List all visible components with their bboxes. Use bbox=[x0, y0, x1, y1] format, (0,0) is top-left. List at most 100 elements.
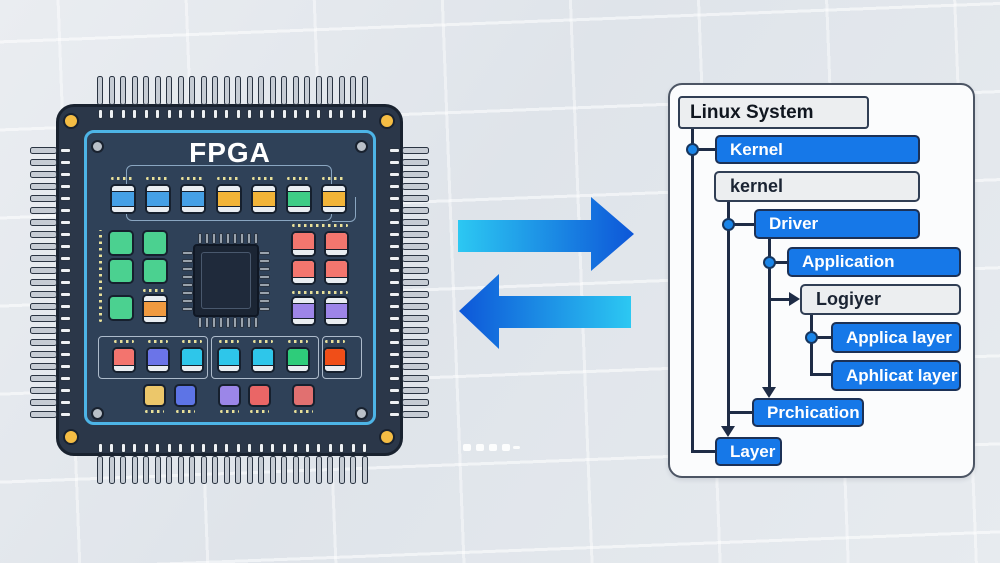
chip-pin bbox=[166, 76, 172, 105]
chip-pin-pad bbox=[201, 109, 206, 119]
chip-pin bbox=[30, 303, 57, 310]
chip-pin bbox=[200, 456, 207, 484]
chip-pin bbox=[30, 231, 57, 238]
chip-pin-pad bbox=[212, 109, 218, 119]
logic-block bbox=[142, 230, 168, 256]
chip-pin-pad bbox=[389, 208, 400, 213]
cpu-pin bbox=[247, 317, 251, 328]
node-application: Application bbox=[787, 247, 961, 277]
cpu-pin bbox=[254, 233, 258, 244]
tree-connector bbox=[769, 297, 789, 301]
cpu-pin bbox=[259, 291, 270, 295]
chip-pin-pad bbox=[212, 443, 218, 453]
screw-icon bbox=[63, 113, 79, 129]
arrowhead-right-icon bbox=[789, 291, 800, 306]
chip-pin-pad bbox=[189, 443, 195, 453]
chip-pin bbox=[30, 243, 57, 250]
logic-block bbox=[218, 384, 241, 407]
pin-dots bbox=[250, 410, 269, 413]
chip-pin bbox=[154, 76, 161, 105]
chip-pin-pad bbox=[60, 148, 71, 153]
pin-dots bbox=[292, 224, 348, 227]
chip-pin-pad bbox=[350, 109, 356, 119]
pin-dots bbox=[322, 177, 347, 180]
cpu-chip bbox=[193, 244, 259, 317]
cpu-pin bbox=[212, 233, 216, 244]
chip-pin-pad bbox=[60, 352, 71, 357]
chip-pin-pad bbox=[143, 443, 149, 453]
chip-pin bbox=[402, 327, 429, 334]
cpu-pin bbox=[182, 251, 193, 255]
chip-pin-pad bbox=[281, 443, 287, 453]
chip-pin-pad bbox=[389, 316, 400, 321]
tree-connector bbox=[729, 411, 752, 414]
chip-pin bbox=[327, 76, 333, 105]
pin-dots bbox=[182, 340, 202, 343]
chip-pin bbox=[338, 456, 345, 484]
pin-dots bbox=[219, 340, 239, 343]
chip-pin bbox=[120, 76, 126, 105]
cpu-pin bbox=[259, 251, 270, 255]
right-arrow-icon bbox=[458, 197, 634, 271]
cpu-pin bbox=[182, 291, 193, 295]
cpu-pin bbox=[182, 267, 193, 271]
chip-pin bbox=[30, 171, 57, 178]
logic-block bbox=[217, 347, 241, 373]
logic-block bbox=[324, 259, 349, 285]
corner-dot-icon bbox=[355, 407, 368, 420]
chip-pin bbox=[402, 183, 429, 190]
chip-pin bbox=[402, 303, 429, 310]
chip-pin-pad bbox=[389, 364, 400, 369]
chip-pin bbox=[402, 159, 429, 166]
chip-pin bbox=[30, 399, 57, 406]
node-applica-layer: Applica layer bbox=[831, 322, 961, 353]
chip-pin-pad bbox=[270, 443, 275, 453]
logic-block bbox=[145, 184, 172, 214]
chip-pin-pad bbox=[389, 184, 400, 189]
chip-pin bbox=[246, 76, 253, 105]
logic-block bbox=[291, 231, 316, 257]
chip-pin-pad bbox=[389, 244, 400, 249]
chip-pin-pad bbox=[60, 244, 71, 249]
chip-pin bbox=[281, 76, 287, 105]
chip-pin-pad bbox=[60, 172, 71, 177]
arrowhead-down-icon bbox=[721, 426, 735, 437]
tree-connector bbox=[809, 373, 832, 376]
chip-pin bbox=[402, 399, 429, 406]
chip-pin-pad bbox=[389, 304, 400, 309]
logic-block bbox=[180, 347, 204, 373]
chip-pin-pad bbox=[362, 443, 367, 453]
chip-pin bbox=[269, 456, 276, 484]
chip-pin-pad bbox=[247, 109, 252, 119]
chip-pin-pad bbox=[132, 443, 137, 453]
chip-pin-pad bbox=[60, 328, 71, 333]
chip-pin-pad bbox=[60, 292, 71, 297]
chip-pin bbox=[97, 76, 103, 105]
chip-pin bbox=[402, 219, 429, 226]
cpu-pin bbox=[226, 233, 230, 244]
node-linux-system: Linux System bbox=[678, 96, 869, 129]
chip-pin bbox=[402, 375, 429, 382]
chip-pin bbox=[292, 456, 299, 484]
chip-pin-pad bbox=[389, 328, 400, 333]
chip-pin-pad bbox=[60, 256, 71, 261]
cpu-pin bbox=[182, 283, 193, 287]
chip-pin-pad bbox=[293, 443, 298, 453]
cpu-pin bbox=[219, 233, 223, 244]
chip-pin-pad bbox=[60, 280, 71, 285]
chip-pin-pad bbox=[389, 340, 400, 345]
chip-pin bbox=[30, 327, 57, 334]
dash-decor bbox=[489, 444, 497, 451]
chip-pin-pad bbox=[327, 443, 333, 453]
chip-pin-pad bbox=[60, 184, 71, 189]
logic-block bbox=[215, 184, 242, 214]
chip-pin bbox=[292, 76, 299, 105]
chip-pin bbox=[315, 76, 322, 105]
node-driver: Driver bbox=[754, 209, 920, 239]
node-layer: Layer bbox=[715, 437, 782, 466]
chip-pin bbox=[258, 456, 264, 484]
fpga-label: FPGA bbox=[189, 137, 271, 168]
chip-pin-pad bbox=[281, 109, 287, 119]
tree-connector bbox=[729, 222, 754, 226]
chip-pin-pad bbox=[224, 443, 229, 453]
